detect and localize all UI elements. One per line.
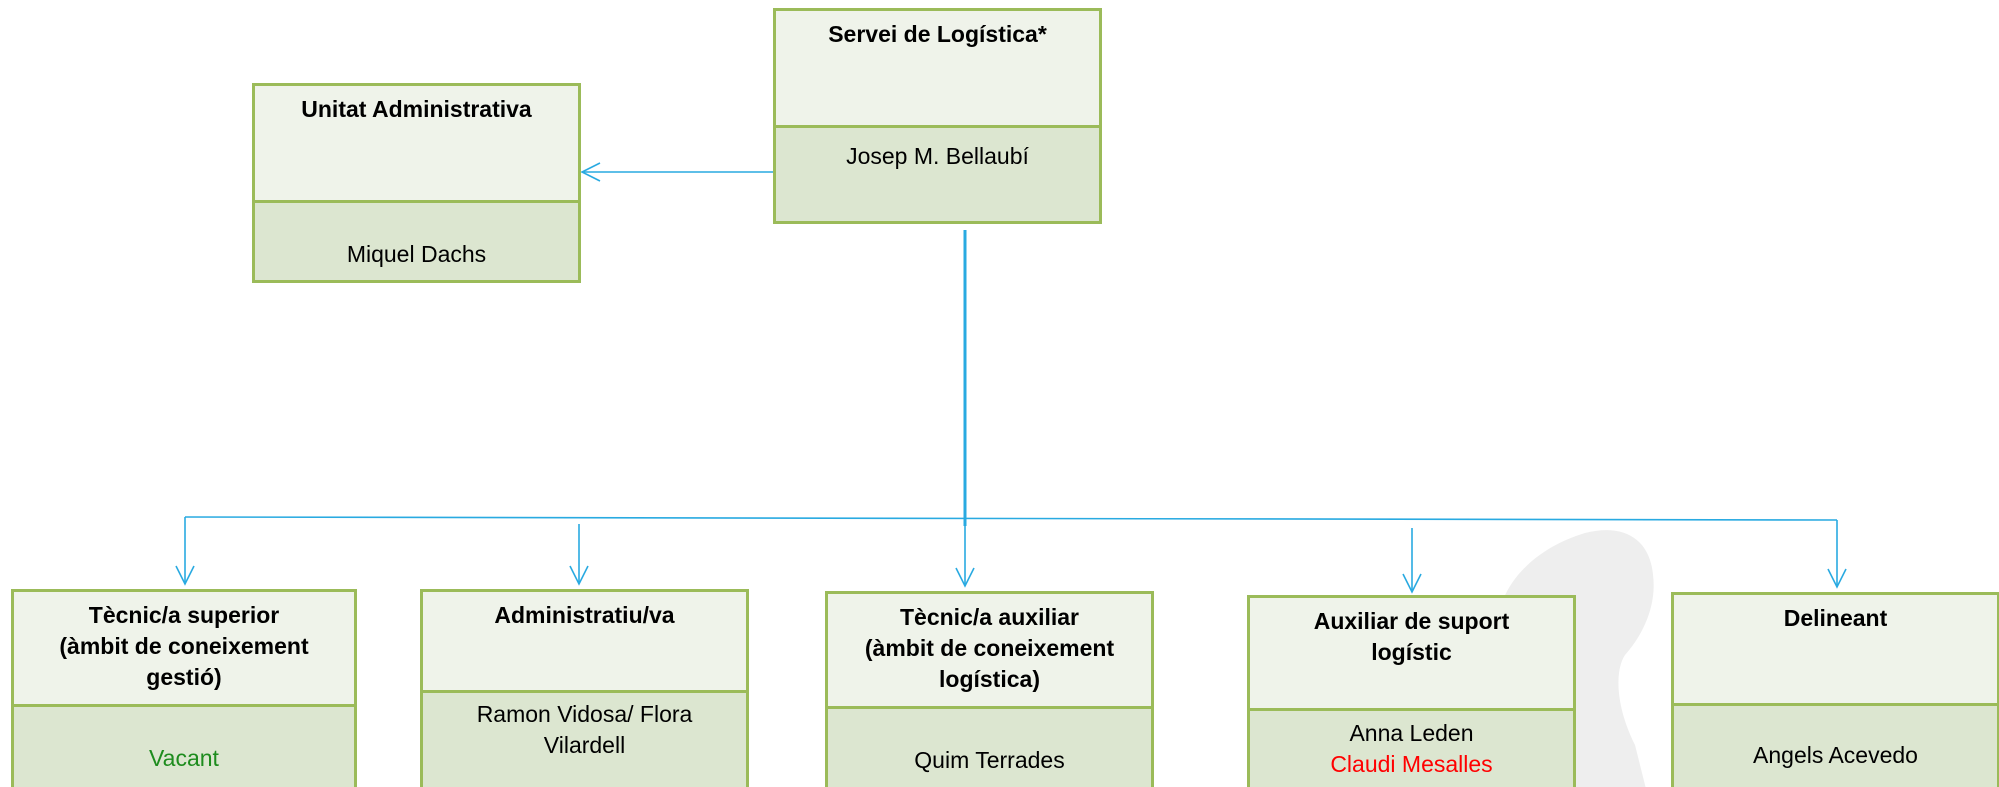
box-title-text: Servei de Logística* (828, 21, 1047, 47)
box-title-line: logística) (939, 666, 1040, 692)
box-tecnic-superior: Tècnic/a superior (àmbit de coneixement … (11, 589, 357, 787)
box-title: Delineant (1674, 595, 1997, 706)
box-title: Auxiliar de suport logístic (1250, 598, 1573, 711)
box-person: Anna Leden Claudi Mesalles (1250, 718, 1573, 787)
box-title: Servei de Logística* (776, 11, 1099, 128)
box-title-line: Auxiliar de suport (1313, 608, 1510, 634)
box-title-line: Tècnic/a auxiliar (900, 604, 1079, 630)
arrowhead-4 (1402, 573, 1422, 594)
box-title-line: (àmbit de coneixement (59, 633, 309, 659)
box-person-line: Claudi Mesalles (1330, 751, 1493, 777)
box-person: Josep M. Bellaubí (776, 141, 1099, 221)
box-person: Ramon Vidosa/ Flora Vilardell (423, 699, 746, 787)
box-title: Unitat Administrativa (255, 86, 578, 203)
connector-bus (184, 516, 1838, 521)
box-servei-logistica: Servei de Logística* Josep M. Bellaubí (773, 8, 1102, 224)
box-title-text: Unitat Administrativa (301, 96, 532, 122)
box-title-line: Tècnic/a superior (88, 602, 280, 628)
box-person-line: Vilardell (543, 732, 626, 758)
box-title: Tècnic/a superior (àmbit de coneixement … (14, 592, 354, 707)
box-title-line: Delineant (1783, 605, 1888, 631)
box-tecnic-auxiliar: Tècnic/a auxiliar (àmbit de coneixement … (825, 591, 1154, 787)
arrowhead-3 (955, 567, 975, 588)
arrowhead-admin (580, 162, 601, 182)
arrowhead-2 (569, 565, 589, 586)
box-title: Tècnic/a auxiliar (àmbit de coneixement … (828, 594, 1151, 709)
box-person: Quim Terrades (828, 745, 1151, 787)
box-person-text: Miquel Dachs (346, 241, 487, 267)
box-person: Miquel Dachs (255, 239, 578, 280)
box-title-line: (àmbit de coneixement (864, 635, 1115, 661)
box-person-line: Ramon Vidosa/ Flora (476, 701, 693, 727)
box-person: Angels Acevedo (1674, 740, 1997, 787)
box-person-text: Josep M. Bellaubí (846, 143, 1029, 169)
box-unitat-administrativa: Unitat Administrativa Miquel Dachs (252, 83, 581, 283)
box-title-line: Administratiu/va (494, 602, 675, 628)
box-title-line: gestió) (146, 664, 222, 690)
box-person-text: Angels Acevedo (1753, 742, 1918, 768)
box-title: Administratiu/va (423, 592, 746, 693)
box-title-line: logístic (1371, 639, 1452, 665)
arrowhead-5 (1827, 568, 1847, 589)
box-person: Vacant (14, 743, 354, 787)
box-administratiu: Administratiu/va Ramon Vidosa/ Flora Vil… (420, 589, 749, 787)
arrowhead-1 (175, 565, 195, 586)
box-person-text: Quim Terrades (914, 747, 1065, 773)
box-person-line: Anna Leden (1349, 720, 1474, 746)
box-auxiliar-suport-logistic: Auxiliar de suport logístic Anna Leden C… (1247, 595, 1576, 787)
box-person-text: Vacant (149, 745, 219, 771)
box-delineant: Delineant Angels Acevedo (1671, 592, 1999, 787)
